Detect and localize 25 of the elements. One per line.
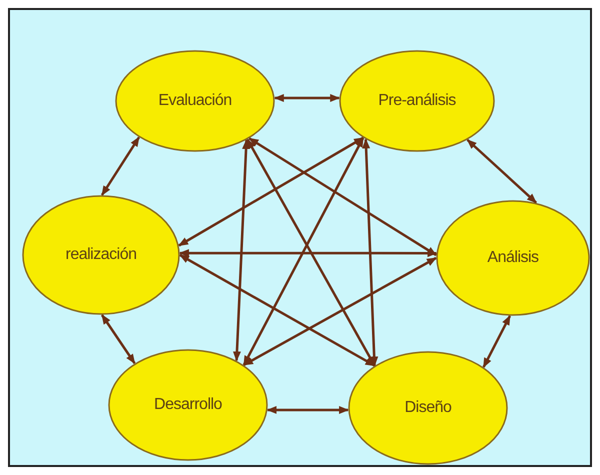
double-arrow xyxy=(100,136,140,196)
double-arrow xyxy=(466,138,537,204)
double-arrow xyxy=(100,314,136,364)
node-label: Evaluación xyxy=(158,92,232,110)
double-arrow xyxy=(178,249,438,258)
double-arrow xyxy=(243,256,437,366)
node-label: Diseño xyxy=(404,399,452,417)
double-arrow xyxy=(482,315,511,368)
node-label: Análisis xyxy=(487,249,539,267)
double-arrow xyxy=(178,136,364,247)
double-arrow xyxy=(248,137,437,256)
node-label: Pre-análisis xyxy=(378,92,456,110)
double-arrow xyxy=(179,254,376,367)
ellipse-node xyxy=(348,351,508,465)
double-arrow xyxy=(274,94,340,102)
double-arrow xyxy=(362,138,378,367)
node-label: realización xyxy=(66,246,136,264)
double-arrow xyxy=(232,139,250,362)
double-arrow xyxy=(266,406,350,414)
ellipse-node xyxy=(339,50,495,152)
node-label: Desarrollo xyxy=(154,396,222,414)
ellipse-node xyxy=(22,195,180,315)
ellipse-node xyxy=(108,349,268,461)
ellipse-node xyxy=(115,50,275,152)
ellipse-node xyxy=(436,200,590,316)
